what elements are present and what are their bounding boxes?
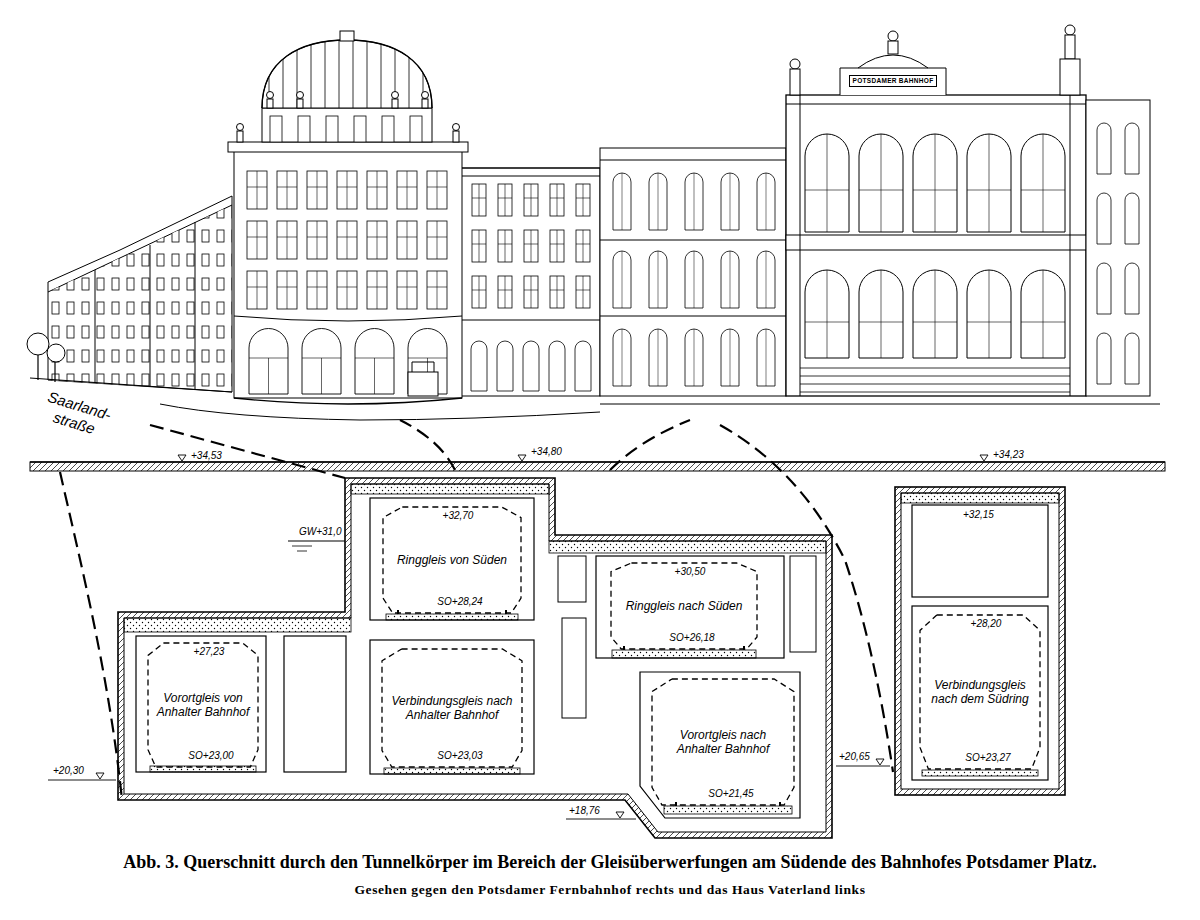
track-projection	[60, 420, 893, 800]
figure-caption: Abb. 3. Querschnitt durch den Tunnelkörp…	[40, 852, 1180, 874]
track-name: Vorortgleis von Anhalter Bahnhof	[153, 691, 253, 720]
row-houses	[27, 196, 232, 395]
track-name: Vorortgleis nach Anhalter Bahnhof	[657, 728, 789, 757]
elevation-mark: SO+21,45	[707, 789, 754, 799]
elevation-mark: GW+31,0	[298, 527, 343, 537]
elevation-mark: +30,50	[674, 567, 707, 577]
elevation-mark: +32,70	[442, 511, 475, 521]
ground-water-mark	[288, 541, 345, 551]
track-beds	[150, 610, 1038, 814]
elevation-mark: SO+23,03	[436, 751, 483, 761]
ground-surface	[30, 462, 1165, 471]
street-lines	[30, 378, 1160, 420]
elevation-mark: SO+23,00	[187, 751, 234, 761]
elevation-mark: +18,76	[568, 806, 601, 816]
track-name: Verbindungsgleis nach Anhalter Bahnhof	[387, 694, 517, 723]
elevation-mark: +34,23	[992, 450, 1025, 460]
street-name: Saarland- straße	[27, 384, 126, 445]
haus-vaterland	[228, 31, 600, 404]
elevation-mark: SO+26,18	[668, 633, 715, 643]
elevation-mark: +20,30	[52, 766, 85, 776]
track-name: Ringgleis von Süden	[397, 553, 507, 567]
building-sign: POTSDAMER BAHNHOF	[849, 75, 938, 87]
elevation-mark: +20,65	[838, 752, 871, 762]
elevation-mark: +34,80	[530, 447, 563, 457]
elevation-marker	[48, 455, 988, 819]
track-profile: Vorortgleis von Anhalter Bahnhof	[147, 642, 259, 768]
potsdamer-bahnhof	[600, 25, 1150, 396]
elevation-mark: +32,15	[962, 510, 995, 520]
tunnel-south-ring	[895, 487, 1065, 795]
elevation-mark: +34,53	[190, 451, 223, 461]
track-name: Verbindungsgleis nach dem Südring	[925, 678, 1035, 707]
track-name: Ringgleis nach Süden	[626, 599, 743, 613]
elevation-mark: SO+23,27	[964, 753, 1011, 763]
track-profile: Verbindungsgleis nach Anhalter Bahnhof	[381, 648, 523, 768]
track-profile: Verbindungsgleis nach dem Südring	[919, 614, 1041, 770]
tunnel-body	[118, 478, 832, 838]
elevation-mark: SO+28,24	[436, 597, 483, 607]
track-profile: Vorortgleis nach Anhalter Bahnhof	[651, 678, 795, 806]
elevation-mark: +27,23	[193, 647, 226, 657]
elevation-mark: +28,20	[970, 619, 1003, 629]
caption-subtitle: Gesehen gegen den Potsdamer Fernbahnhof …	[40, 882, 1180, 898]
